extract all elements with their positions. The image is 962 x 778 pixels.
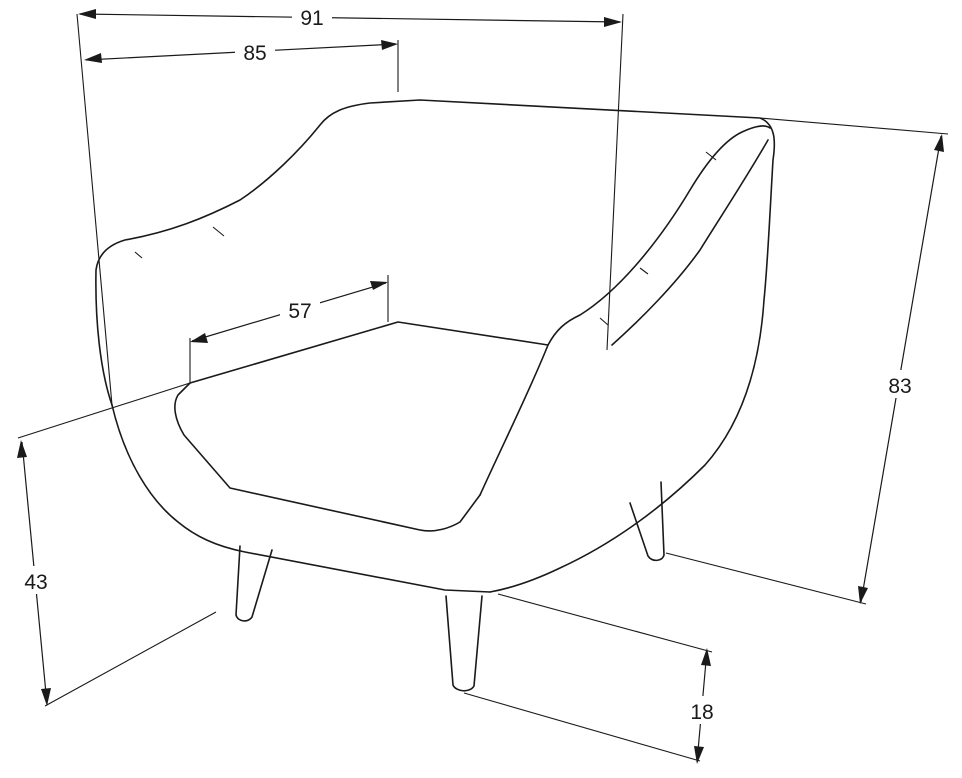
left-arm-inner: [174, 382, 481, 532]
right-arm-inner: [479, 125, 771, 496]
leg-front-right: [445, 595, 483, 692]
dimension-seat-width: 57: [190, 281, 388, 343]
seat-width-label: 57: [288, 300, 311, 323]
dimension-leg-height: 18: [682, 648, 722, 764]
chair-front-base: [111, 404, 491, 593]
right-arm-roll: [611, 139, 769, 346]
seat-width-back-label: 85: [243, 42, 266, 65]
dimension-total-width: 91: [78, 4, 622, 30]
leg-back-right: [629, 481, 665, 562]
chair-legs: [235, 481, 665, 692]
total-width-label: 91: [300, 7, 323, 30]
extension-lines: [17, 13, 949, 762]
dimension-total-height: 83: [858, 134, 944, 604]
leg-height-label: 18: [690, 701, 713, 724]
leg-front-left: [235, 545, 273, 622]
chair-outer-shell: [95, 99, 776, 593]
dimension-seat-width-back: 85: [84, 38, 398, 65]
armchair: [95, 99, 776, 593]
total-height-label: 83: [888, 375, 911, 398]
dimension-seat-height: 43: [16, 440, 56, 706]
stitch-marks: [134, 151, 717, 326]
seat-height-label: 43: [24, 571, 47, 594]
seat-back-edge: [189, 321, 549, 384]
